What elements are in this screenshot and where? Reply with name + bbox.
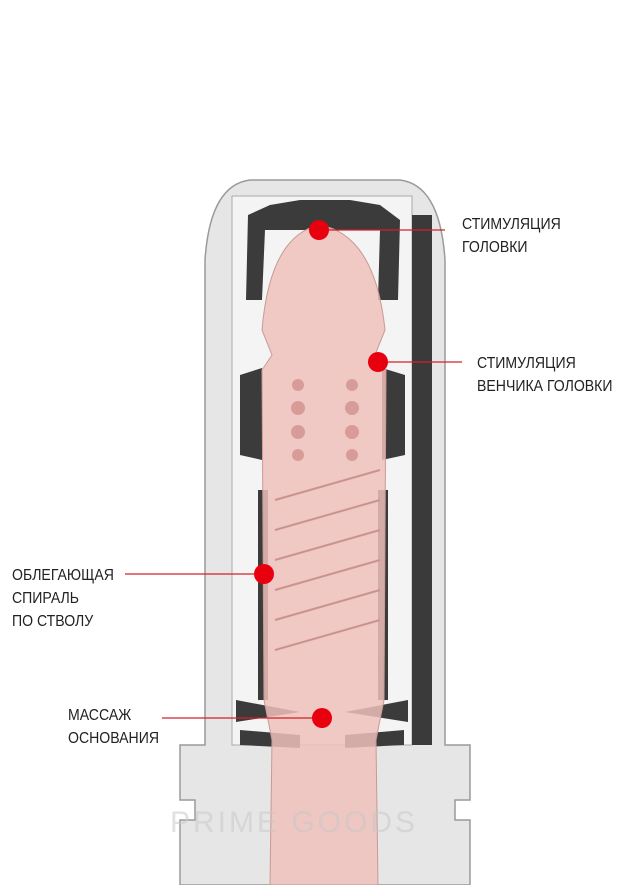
nubs [291,379,359,461]
label-head-line2: ГОЛОВКИ [462,239,528,256]
label-base: МАССАЖ ОСНОВАНИЯ [68,704,159,750]
label-base-line1: МАССАЖ [68,707,132,724]
marker-shaft [254,564,274,584]
label-shaft-line3: ПО СТВОЛУ [12,613,94,630]
label-shaft-line1: ОБЛЕГАЮЩАЯ [12,567,114,584]
callout-lines [125,229,462,719]
casing-dark-side [412,215,432,745]
label-base-line2: ОСНОВАНИЯ [68,730,160,747]
label-corona-line2: ВЕНЧИКА ГОЛОВКИ [477,378,613,395]
label-corona-line1: СТИМУЛЯЦИЯ [477,355,576,372]
watermark: PRIME GOODS [170,806,419,839]
callout-markers [254,220,388,728]
label-shaft: ОБЛЕГАЮЩАЯ СПИРАЛЬ ПО СТВОЛУ [12,564,114,633]
spiral-grooves [274,469,381,651]
label-shaft-line2: СПИРАЛЬ [12,590,80,607]
marker-corona [368,352,388,372]
label-corona: СТИМУЛЯЦИЯ ВЕНЧИКА ГОЛОВКИ [477,352,612,398]
label-head-line1: СТИМУЛЯЦИЯ [462,216,561,233]
marker-base [312,708,332,728]
marker-head [309,220,329,240]
insert-body [261,224,387,885]
label-head: СТИМУЛЯЦИЯ ГОЛОВКИ [462,213,561,259]
